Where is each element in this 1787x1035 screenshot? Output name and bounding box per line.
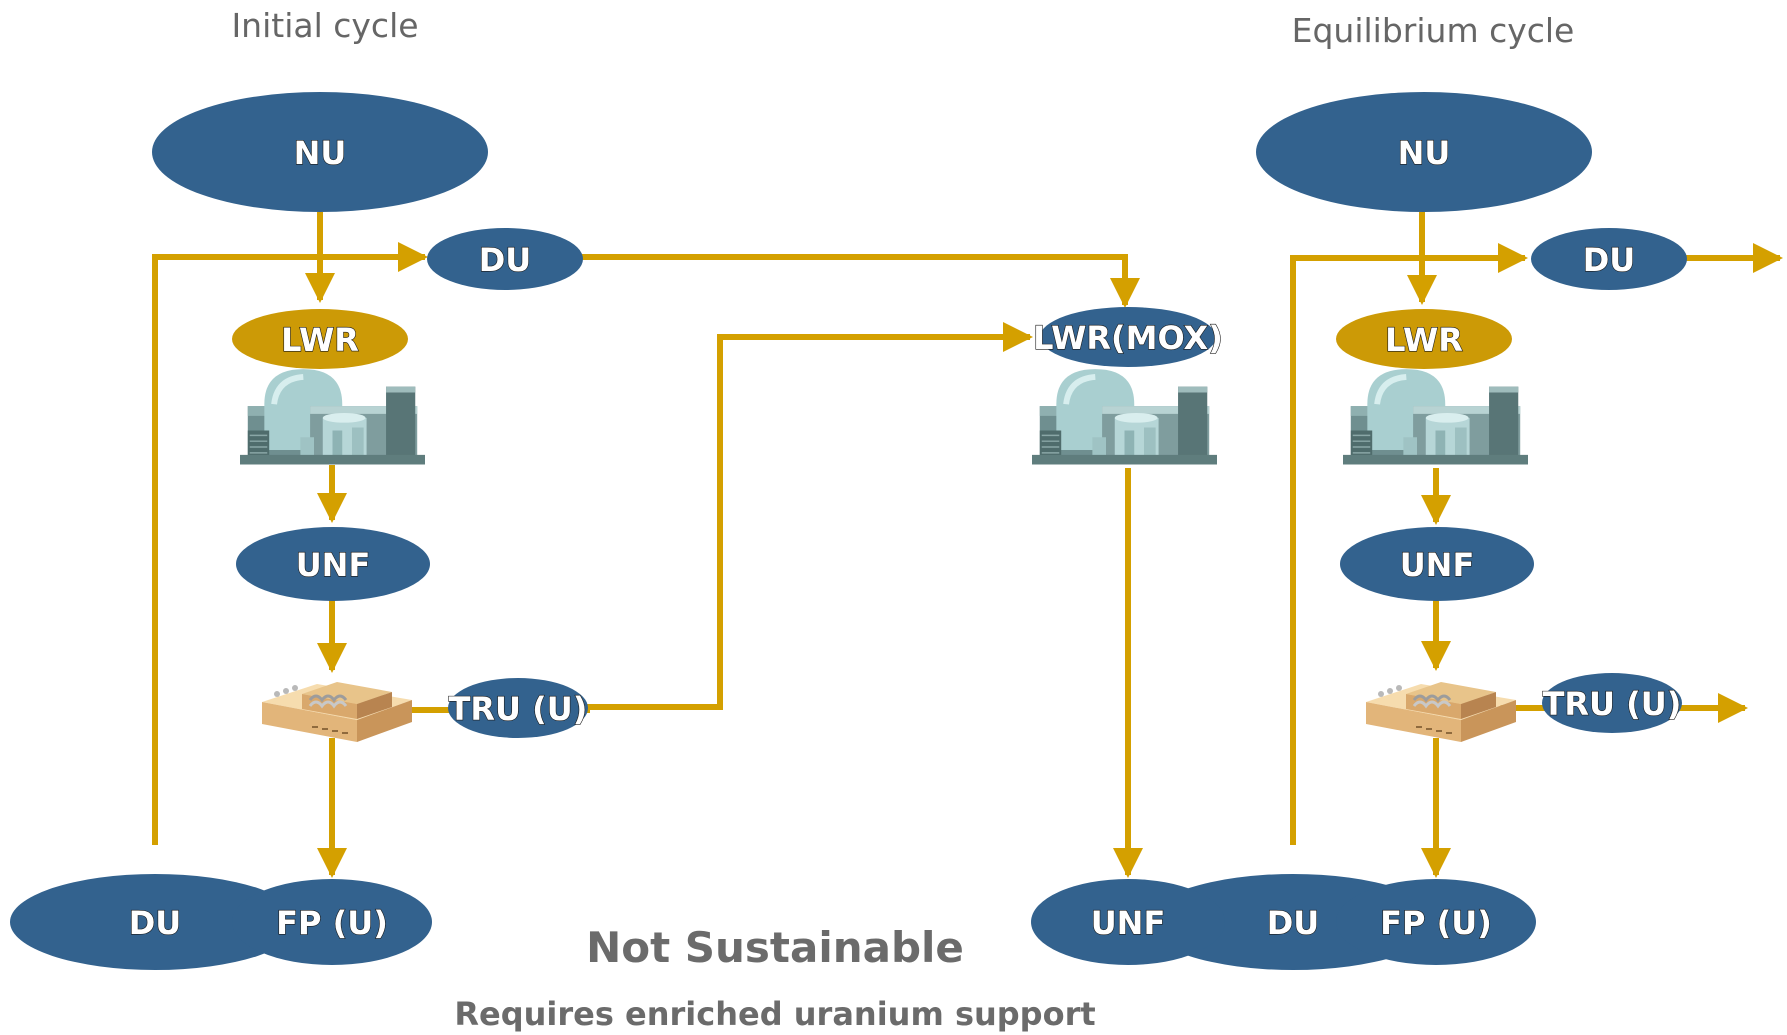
node-eq-du-top-label: DU [1583, 241, 1636, 279]
equilibrium-cycle-caption: Equilibrium cycle [1292, 11, 1575, 50]
node-initial-du-bottom: DU [10, 874, 300, 970]
node-initial-lwr: LWR [232, 309, 408, 369]
node-mox-du-label: DU [1267, 904, 1320, 942]
node-initial-du-bottom-label: DU [129, 904, 182, 942]
node-eq-fp: FP (U) [1336, 879, 1536, 965]
node-eq-nu: NU [1256, 92, 1592, 212]
node-eq-lwr: LWR [1336, 309, 1512, 369]
node-eq-du-top: DU [1531, 228, 1687, 290]
node-initial-tru: TRU (U) [448, 678, 588, 738]
initial-cycle-caption: Initial cycle [231, 6, 418, 45]
node-mox-unf: UNF [1031, 879, 1225, 965]
node-eq-nu-label: NU [1398, 134, 1451, 172]
node-eq-tru: TRU (U) [1542, 673, 1682, 733]
node-eq-fp-label: FP (U) [1380, 904, 1492, 942]
flow-du-to-mox [575, 254, 1140, 308]
footer-subtitle: Requires enriched uranium support [454, 995, 1095, 1033]
node-initial-unf-label: UNF [296, 546, 371, 584]
node-initial-nu-label: NU [294, 134, 347, 172]
node-initial-unf: UNF [236, 527, 430, 601]
flow-du-loop [152, 242, 428, 845]
flow-tru-to-mox [575, 322, 1033, 710]
node-eq-lwr-label: LWR [1385, 321, 1463, 359]
reactor-plant-icon [1343, 369, 1528, 464]
node-initial-lwr-label: LWR [281, 321, 359, 359]
node-eq-unf-label: UNF [1400, 546, 1475, 584]
node-initial-nu: NU [152, 92, 488, 212]
node-initial-du-top: DU [427, 228, 583, 290]
node-initial-tru-label: TRU (U) [449, 690, 588, 728]
reprocessing-facility-icon [1366, 680, 1516, 742]
reactor-plant-icon [240, 369, 425, 464]
reactor-plant-icon [1032, 369, 1217, 464]
node-mox-unf-label: UNF [1091, 904, 1166, 942]
node-initial-fp: FP (U) [232, 879, 432, 965]
node-mox-lwr: LWR(MOX) [1033, 307, 1223, 367]
node-mox-lwr-label: LWR(MOX) [1033, 319, 1223, 357]
reprocessing-facility-icon [262, 680, 412, 742]
node-initial-fp-label: FP (U) [276, 904, 388, 942]
node-initial-du-top-label: DU [479, 241, 532, 279]
footer-title: Not Sustainable [586, 923, 964, 972]
node-eq-tru-label: TRU (U) [1543, 685, 1682, 723]
flow-eq-du-loop [1290, 243, 1528, 845]
node-eq-unf: UNF [1340, 527, 1534, 601]
